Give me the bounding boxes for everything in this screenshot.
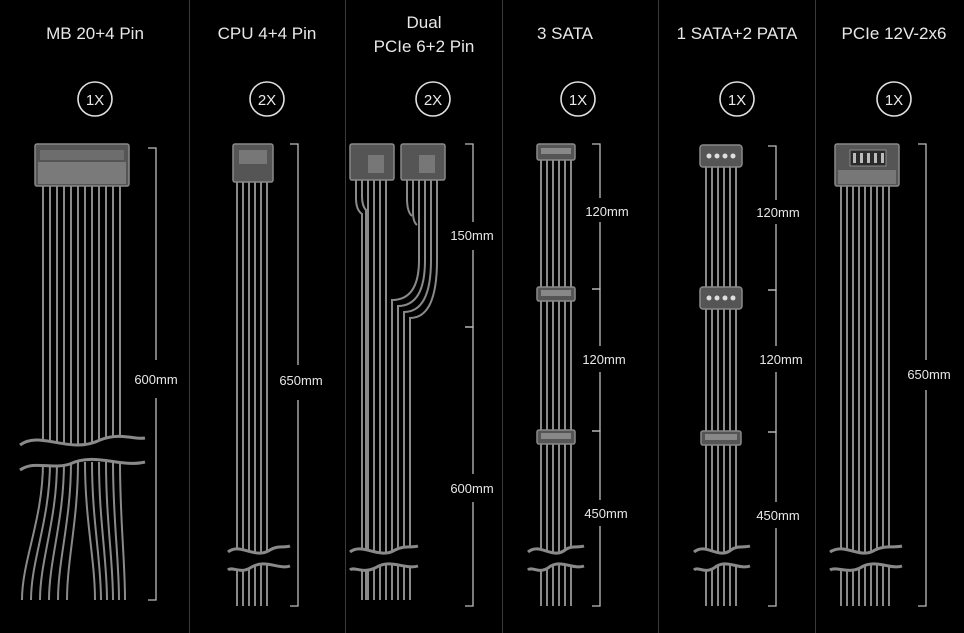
cable-title: MB 20+4 Pin [46, 24, 144, 43]
column-1-sata-2-pata: 1 SATA+2 PATA 1X 120mm 120mm 450mm [677, 24, 803, 607]
pata-cable-icon [692, 144, 751, 606]
12v-2x6-cable-icon [829, 143, 903, 606]
quantity-badge: 2X [249, 81, 285, 117]
wire [21, 461, 44, 601]
wire [105, 461, 114, 601]
length-label: 120mm [756, 205, 799, 220]
cable-title: 3 SATA [537, 24, 594, 43]
wire [119, 461, 126, 601]
length-label: 120mm [585, 204, 628, 219]
wire [84, 461, 96, 601]
svg-text:1X: 1X [569, 92, 587, 109]
length-bracket [768, 145, 777, 607]
length-bracket [918, 143, 927, 607]
cable-title: CPU 4+4 Pin [218, 24, 317, 43]
svg-text:1X: 1X [728, 92, 746, 109]
length-bracket [465, 143, 474, 607]
mb-cable-icon [19, 143, 146, 601]
svg-text:1X: 1X [885, 92, 903, 109]
length-label: 150mm [450, 228, 493, 243]
quantity-badge: 2X [415, 81, 451, 117]
length-label: 120mm [582, 352, 625, 367]
svg-text:2X: 2X [258, 92, 276, 109]
quantity-badge: 1X [876, 81, 912, 117]
sata-cable-icon [526, 143, 585, 606]
column-mb-20-4-pin: MB 20+4 Pin 1X 600mm [19, 24, 178, 601]
column-3-sata: 3 SATA 1X 120mm 120mm 450mm [526, 24, 629, 607]
cable-title: PCIe 12V-2x6 [842, 24, 947, 43]
wire [91, 461, 102, 601]
wire [57, 461, 72, 601]
length-label: 650mm [907, 367, 950, 382]
column-cpu-4-4-pin: CPU 4+4 Pin 2X 650mm [218, 24, 323, 607]
wire [112, 461, 120, 601]
column-dividers [189, 0, 816, 633]
column-pcie-12v-2x6: PCIe 12V-2x6 1X 650mm [829, 24, 951, 607]
quantity-badge: 1X [719, 81, 755, 117]
length-label: 600mm [134, 372, 177, 387]
quantity-badge: 1X [77, 81, 113, 117]
cpu-cable-icon [226, 143, 291, 606]
wire [48, 461, 65, 601]
wire [30, 461, 51, 601]
wire [66, 461, 79, 601]
cable-title: 1 SATA+2 PATA [677, 24, 798, 43]
pcie-cable-icon [348, 143, 446, 600]
length-label: 650mm [279, 373, 322, 388]
quantity-badge: 1X [560, 81, 596, 117]
length-bracket [148, 147, 157, 601]
cable-title-line2: PCIe 6+2 Pin [374, 37, 475, 56]
length-label: 120mm [759, 352, 802, 367]
wire [39, 461, 58, 601]
length-label: 600mm [450, 481, 493, 496]
length-bracket [290, 143, 299, 607]
length-label: 450mm [584, 506, 627, 521]
cable-title-line1: Dual [407, 13, 442, 32]
length-label: 450mm [756, 508, 799, 523]
svg-text:2X: 2X [424, 92, 442, 109]
length-bracket [592, 143, 601, 607]
svg-text:1X: 1X [86, 92, 104, 109]
column-dual-pcie-6-2-pin: Dual PCIe 6+2 Pin 2X [348, 13, 494, 607]
wire [98, 461, 108, 601]
